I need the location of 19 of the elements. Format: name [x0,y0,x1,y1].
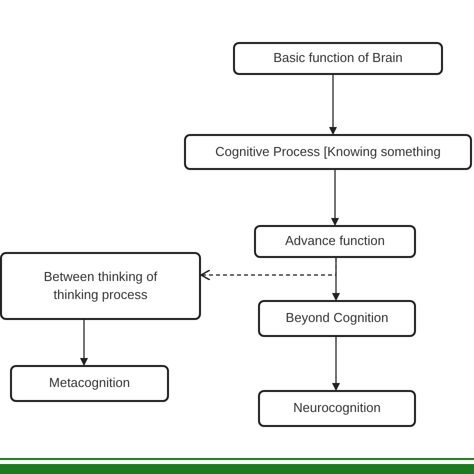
arrow [332,337,340,391]
arrow [331,170,339,226]
process-box [258,300,416,337]
process-box [254,225,416,258]
box-label: Cognitive Process [Knowing something [214,142,442,161]
process-box [0,252,201,320]
arrow [200,258,337,281]
box-label: Advance function [284,232,386,250]
process-box [184,134,472,170]
process-box [10,365,169,402]
arrow [329,75,337,135]
box-label: Between thinking of thinking process [42,268,158,304]
arrow [80,320,88,366]
box-label: Metacognition [48,374,131,392]
process-box [233,42,443,75]
box-label: Neurocognition [292,399,382,418]
process-box [258,390,416,427]
box-label: Beyond Cognition [284,309,390,328]
box-label: Basic function of Brain [272,49,404,68]
